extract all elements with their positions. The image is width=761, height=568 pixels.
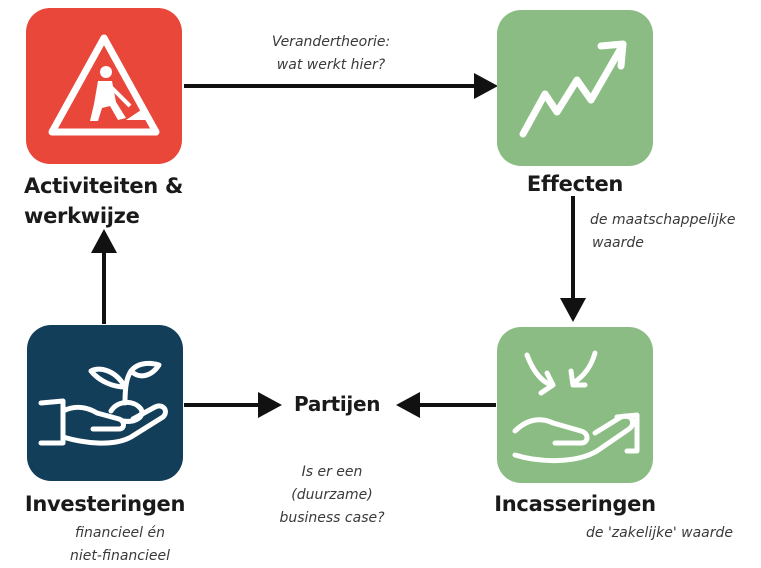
investments-node — [27, 325, 183, 481]
hand-receive-icon — [512, 350, 640, 464]
activities-title: Activiteiten & werkwijze — [24, 174, 183, 228]
effects-note: de maatschappelijke waarde — [590, 209, 760, 255]
hand-plant-icon — [38, 360, 168, 446]
investments-note-line2: niet-financieel — [70, 548, 170, 564]
question-line3: business case? — [279, 510, 385, 526]
theory-line2: wat werkt hier? — [276, 57, 386, 73]
question-line1: Is er een — [301, 464, 363, 480]
collections-title: Incasseringen — [494, 492, 656, 516]
effects-note-line2: waarde — [592, 235, 644, 251]
parties-title: Partijen — [294, 392, 381, 416]
theory-line1: Verandertheorie: — [271, 34, 391, 50]
theory-of-change-label: Verandertheorie: wat werkt hier? — [246, 31, 416, 77]
collections-node — [497, 327, 653, 483]
question-line2: (duurzame) — [291, 487, 373, 503]
activities-title-line2: werkwijze — [24, 204, 140, 228]
effects-note-line1: de maatschappelijke — [590, 212, 736, 228]
collections-note: de 'zakelijke' waarde — [586, 525, 733, 541]
investments-title: Investeringen — [24, 492, 186, 516]
activities-node — [26, 8, 182, 164]
investments-note-line1: financieel én — [74, 525, 165, 541]
business-case-question: Is er een (duurzame) business case? — [262, 461, 402, 530]
investments-note: financieel én niet-financieel — [56, 522, 184, 568]
trend-up-icon — [519, 40, 627, 138]
road-work-icon — [48, 34, 160, 136]
activities-title-line1: Activiteiten & — [24, 174, 183, 198]
effects-node — [497, 10, 653, 166]
effects-title: Effecten — [526, 172, 624, 196]
